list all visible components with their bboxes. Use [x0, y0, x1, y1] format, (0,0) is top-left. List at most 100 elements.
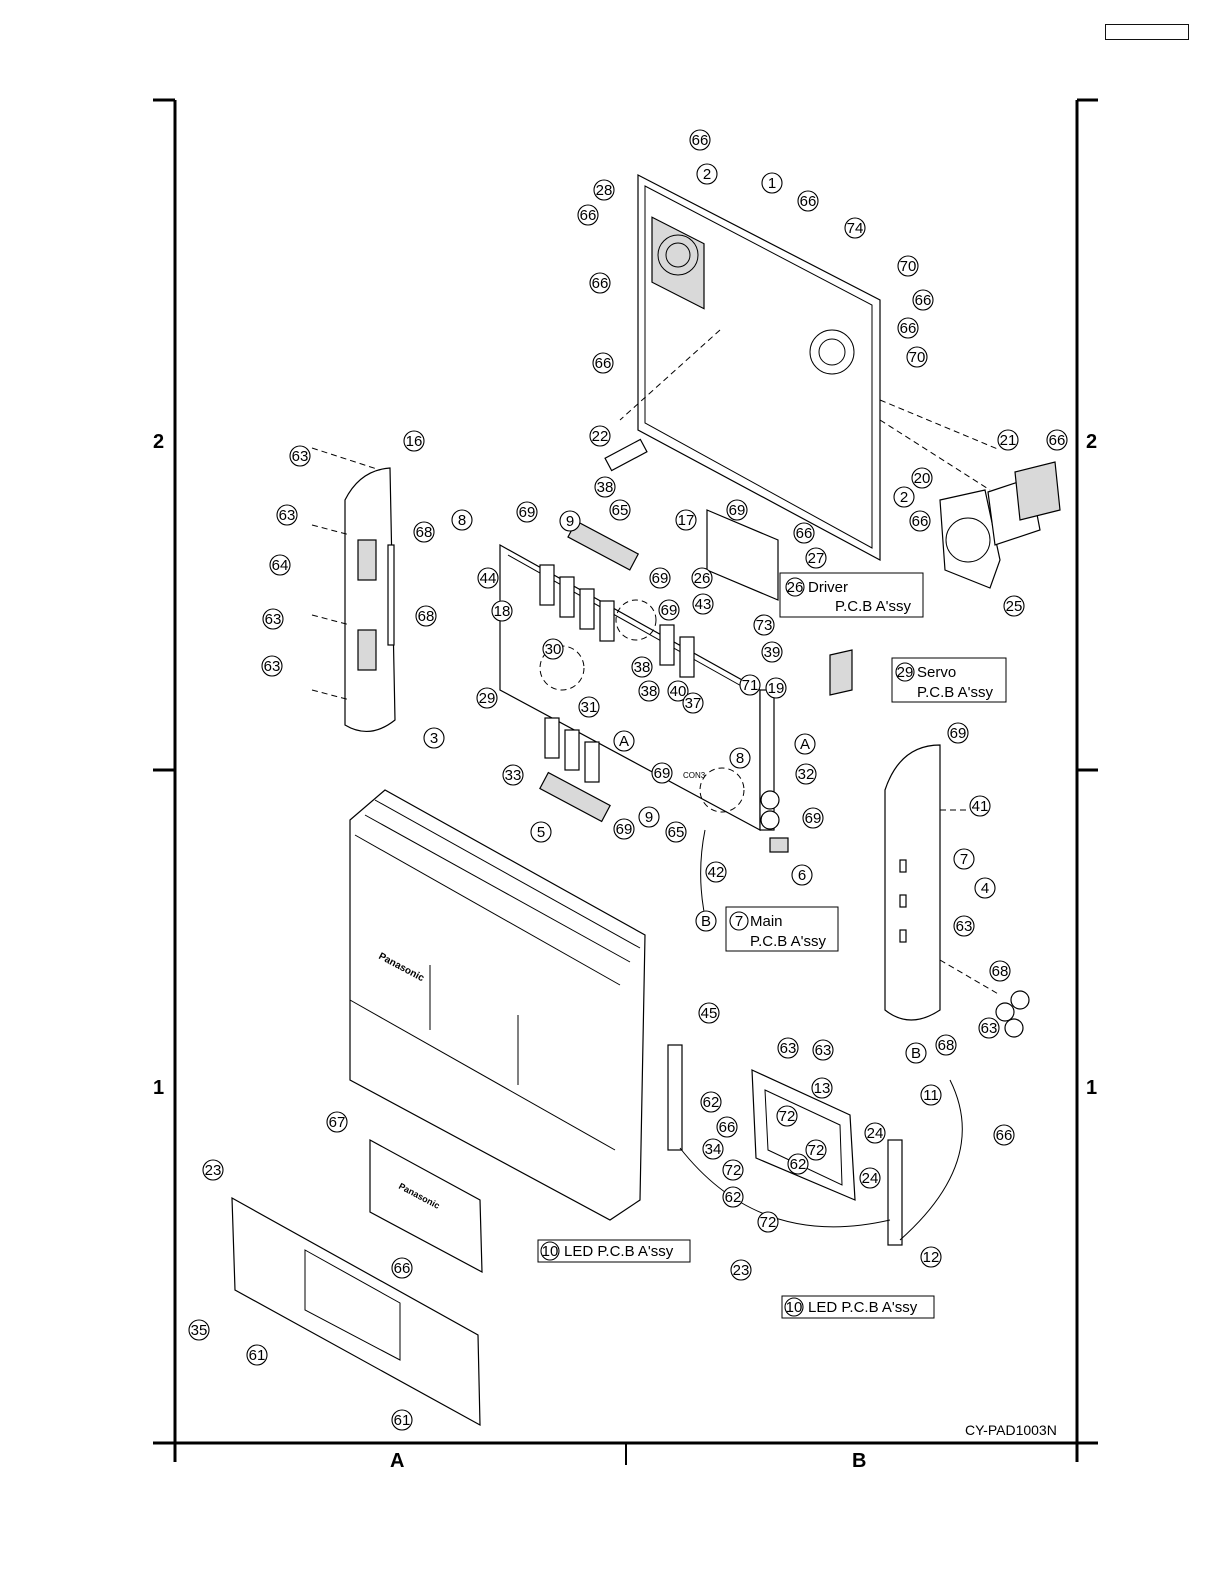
callout-number: 22 — [592, 428, 609, 445]
callout-number: 21 — [1000, 432, 1017, 449]
callout-number: 25 — [1006, 598, 1023, 615]
callout-circle — [262, 608, 284, 630]
callout-number: 72 — [760, 1214, 777, 1231]
servo-pcb — [829, 649, 853, 696]
callout-number: 69 — [654, 765, 671, 782]
callout-number: 69 — [652, 570, 669, 587]
callout-circle — [702, 1138, 724, 1160]
callout-circle — [530, 821, 552, 843]
callout-number: 38 — [597, 479, 614, 496]
callout-circle — [658, 599, 680, 621]
callout-circle — [761, 172, 783, 194]
callout-number: 16 — [406, 433, 423, 450]
callout-circle — [989, 960, 1011, 982]
callout-circle — [897, 317, 919, 339]
callout-number: 65 — [668, 824, 685, 841]
callout-number: 66 — [900, 320, 917, 337]
callout-number: 63 — [780, 1040, 797, 1057]
callout-circle — [716, 1116, 738, 1138]
callout-circle — [920, 1246, 942, 1268]
callout-circle — [594, 476, 616, 498]
callout-number: 6 — [798, 867, 806, 884]
callout-circle — [997, 429, 1019, 451]
callout-number: 74 — [847, 220, 864, 237]
callout-number: 27 — [808, 550, 825, 567]
callout-number: 30 — [545, 641, 562, 658]
callout-number: 68 — [992, 963, 1009, 980]
callout-number: 63 — [815, 1042, 832, 1059]
callout-circle — [451, 509, 473, 531]
callout-number: 19 — [768, 680, 785, 697]
callout-number: 23 — [733, 1262, 750, 1279]
front-badge: Panasonic — [369, 1138, 483, 1274]
callout-circle — [805, 1139, 827, 1161]
callout-number: 41 — [972, 798, 989, 815]
callout-number: 61 — [394, 1412, 411, 1429]
callout-number: 62 — [725, 1189, 742, 1206]
callout-number: 29 — [479, 690, 496, 707]
callout-circle — [578, 696, 600, 718]
main-assy-label: 7 Main P.C.B A'ssy — [725, 906, 839, 952]
callout-circle — [326, 1111, 348, 1133]
callout-number: 66 — [719, 1119, 736, 1136]
callout-number: 69 — [950, 725, 967, 742]
callout-number: 63 — [279, 507, 296, 524]
callout-number: 66 — [595, 355, 612, 372]
callout-circle — [246, 1344, 268, 1366]
callout-number: 1 — [768, 175, 776, 192]
top-cover-plate — [604, 174, 881, 562]
callout-number: 69 — [616, 821, 633, 838]
callout-circle — [859, 1167, 881, 1189]
callout-circle — [909, 510, 931, 532]
callout-number: 12 — [923, 1249, 940, 1266]
led-right-assy-text: LED P.C.B A'ssy — [808, 1299, 918, 1316]
callout-number: B — [911, 1045, 921, 1062]
servo-assy-number: 29 — [897, 664, 914, 681]
callout-number: 9 — [645, 809, 653, 826]
callout-number: 69 — [519, 504, 536, 521]
callout-number: 18 — [494, 603, 511, 620]
callout-circle — [787, 1153, 809, 1175]
callout-number: 70 — [909, 349, 926, 366]
callout-circle — [761, 641, 783, 663]
led-right-assy-number: 10 — [786, 1299, 803, 1316]
callout-number: 20 — [914, 470, 931, 487]
servo-assy-line2: P.C.B A'ssy — [917, 684, 993, 701]
callout-circle — [403, 430, 425, 452]
callout-circle — [978, 1017, 1000, 1039]
callout-circle — [947, 722, 969, 744]
led-assy-label-left: 10 LED P.C.B A'ssy — [537, 1239, 691, 1263]
callout-number: 70 — [900, 258, 917, 275]
callout-number: 72 — [808, 1142, 825, 1159]
callout-number: 11 — [923, 1087, 939, 1104]
column-label-a: A — [390, 1450, 404, 1472]
callout-circle — [491, 600, 513, 622]
page-number-box — [1105, 24, 1189, 40]
callout-circle — [695, 910, 717, 932]
driver-pcb — [706, 509, 779, 601]
row-label-1-right: 1 — [1086, 1077, 1097, 1099]
callout-number: 3 — [430, 730, 438, 747]
callout-number: 8 — [736, 750, 744, 767]
servo-assy-line1: Servo — [917, 664, 956, 681]
callout-circle — [592, 352, 614, 374]
driver-assy-line2: P.C.B A'ssy — [835, 598, 911, 615]
callout-circle — [722, 1186, 744, 1208]
callout-number: 35 — [191, 1322, 208, 1339]
callout-number: 72 — [725, 1162, 742, 1179]
callout-circle — [993, 1124, 1015, 1146]
callout-circle — [897, 255, 919, 277]
callout-number: 34 — [705, 1141, 722, 1158]
callout-circle — [920, 1084, 942, 1106]
left-side-panel — [344, 467, 396, 732]
callout-number: 66 — [912, 513, 929, 530]
callout-number: A — [800, 736, 810, 753]
callout-number: 24 — [862, 1170, 879, 1187]
callout-number: 62 — [790, 1156, 807, 1173]
callout-circle — [423, 727, 445, 749]
callout-number: 4 — [981, 880, 989, 897]
callout-number: 68 — [416, 524, 433, 541]
callout-number: 32 — [798, 766, 815, 783]
callout-circle — [906, 346, 928, 368]
